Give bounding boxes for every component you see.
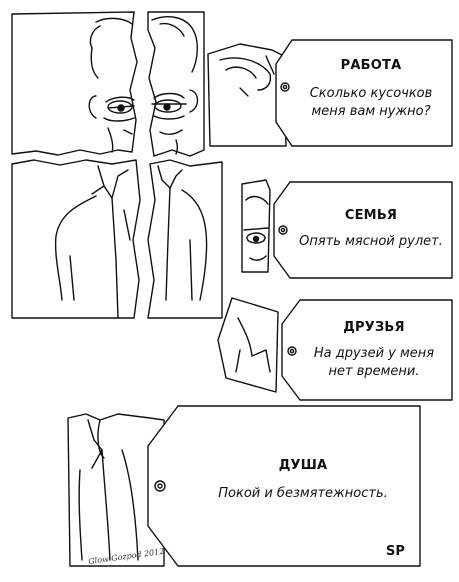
eye-fragment [241, 179, 271, 273]
portrait-piece-top-right [147, 11, 205, 157]
tag-title: ДРУЗЬЯ [343, 320, 405, 335]
tag-text-line: нет времени. [328, 364, 420, 379]
portrait-piece-bottom-right [147, 159, 223, 319]
tag-text: На друзей у меня нет времени. [300, 345, 448, 381]
tag-text: Опять мясной рулет. [294, 233, 448, 251]
collar-fragment [217, 297, 279, 393]
portrait-piece-bottom-left [11, 159, 141, 319]
tag-text: Сколько кусочков меня вам нужно? [296, 85, 446, 121]
portrait-piece-top-left [11, 11, 138, 156]
tag-text-line: меня вам нужно? [311, 104, 431, 119]
tag-title: ДУША [278, 458, 328, 473]
tag-4 [147, 405, 421, 567]
ear-fragment [207, 43, 287, 147]
tag-4-content: ДУША Покой и безмятежность. [196, 458, 410, 503]
tag-text-line: Опять мясной рулет. [299, 234, 443, 249]
tag-title: РАБОТА [340, 58, 402, 73]
tag-title: СЕМЬЯ [344, 208, 398, 223]
body-fragment [67, 413, 165, 567]
tag-text: Покой и безмятежность. [196, 485, 410, 503]
corner-mark: SP [386, 544, 405, 559]
tag-1-content: РАБОТА Сколько кусочков меня вам нужно? [296, 58, 446, 121]
tag-text-line: На друзей у меня [313, 346, 435, 361]
tag-2 [273, 181, 453, 279]
tag-3 [281, 299, 453, 401]
tag-text-line: Покой и безмятежность. [218, 486, 388, 501]
tag-3-content: ДРУЗЬЯ На друзей у меня нет времени. [300, 320, 448, 381]
tag-text-line: Сколько кусочков [309, 86, 433, 101]
tag-1 [275, 39, 453, 147]
tag-2-content: СЕМЬЯ Опять мясной рулет. [294, 208, 448, 251]
